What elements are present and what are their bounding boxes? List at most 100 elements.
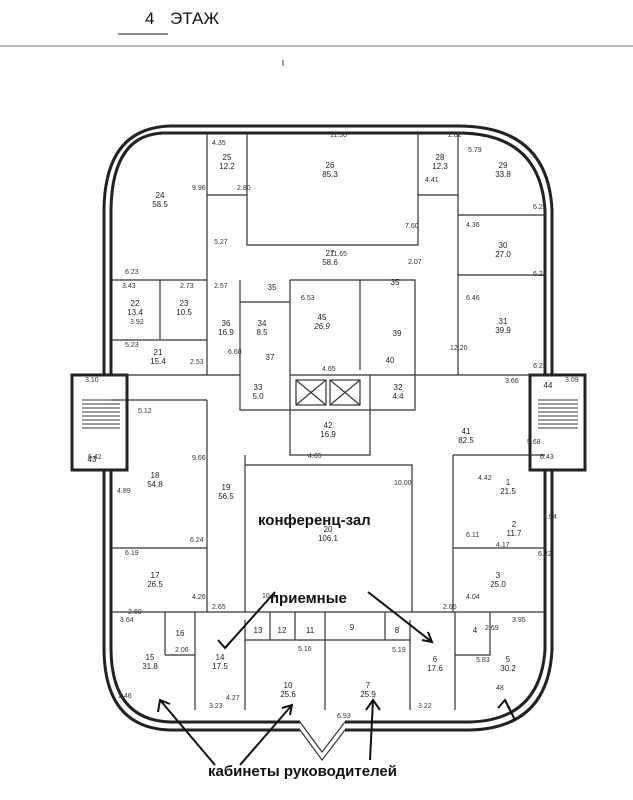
dimension-value: 4.65 <box>308 453 322 460</box>
dimension-value: 10.3 <box>262 593 276 600</box>
dimension-value: 2.57 <box>214 283 228 290</box>
room-number: 11 <box>306 626 315 635</box>
dimension-value: 2.65 <box>443 604 457 611</box>
dimension-value: 3.23 <box>209 703 223 710</box>
room-number: 14 <box>216 653 225 662</box>
dimension-value: 6.22 <box>533 204 547 211</box>
room-number: 22 <box>131 299 140 308</box>
interior-walls <box>111 133 545 710</box>
room-area: 27.0 <box>495 250 511 259</box>
room-number: 34 <box>258 319 267 328</box>
elevator-shafts <box>295 379 361 406</box>
room-area: 4.4 <box>392 392 404 401</box>
room-number: 4 <box>473 626 478 635</box>
room-number: 2 <box>512 520 517 529</box>
dimension-value: 4.41 <box>425 177 439 184</box>
dimension-value: 2.73 <box>180 283 194 290</box>
room-area: 12.3 <box>432 162 448 171</box>
dimension-value: 4.89 <box>117 488 131 495</box>
room-number: 44 <box>544 381 553 390</box>
room-number: 36 <box>222 319 231 328</box>
dimension-value: 12.20 <box>450 345 468 352</box>
dimension-value: 6.53 <box>301 295 315 302</box>
room-area: 13.4 <box>127 308 143 317</box>
reception-label: приемные <box>270 590 347 607</box>
dimension-value: 2.60 <box>128 609 142 616</box>
room-area: 54.8 <box>147 480 163 489</box>
dimension-value: 6.23 <box>125 269 139 276</box>
room-number: 25 <box>223 153 232 162</box>
dimension-value: 11.30 <box>330 132 347 139</box>
dimension-value: 6.46 <box>466 295 480 302</box>
dimension-value: 2.65 <box>212 604 226 611</box>
room-number: 45 <box>318 313 327 322</box>
annotation-arrows <box>157 591 516 766</box>
dimension-value: 4.26 <box>192 594 206 601</box>
dimension-value: 3.92 <box>130 319 144 326</box>
room-number: 33 <box>254 383 263 392</box>
dimension-value: 4.17 <box>496 542 510 549</box>
room-number: 40 <box>386 356 395 365</box>
dimension-value: 4.27 <box>226 695 240 702</box>
room-number: 35 <box>391 278 400 287</box>
dimension-value: 6.43 <box>540 454 554 461</box>
room-number: 31 <box>499 317 508 326</box>
dimension-value: 4.65 <box>322 366 336 373</box>
room-number: 16 <box>176 629 185 638</box>
dimension-value: 6.24 <box>190 537 204 544</box>
dimension-value: 6.22 <box>538 551 552 558</box>
dimension-value: 48 <box>496 685 504 692</box>
room-number: 23 <box>180 299 189 308</box>
dimension-value: 5.68 <box>527 439 541 446</box>
room-number: 1 <box>506 478 511 487</box>
room-area: 58.6 <box>322 258 338 267</box>
room-area: 21.5 <box>500 487 516 496</box>
room-area: 56.5 <box>218 492 234 501</box>
room-number: 3 <box>496 571 501 580</box>
room-area: 16.9 <box>218 328 234 337</box>
room-number: 5 <box>506 655 511 664</box>
dimension-value: 3.64 <box>120 617 134 624</box>
dimension-value: 3.95 <box>512 617 526 624</box>
floor-title: ЭТАЖ <box>170 9 219 28</box>
dimension-value: 10.00 <box>394 480 412 487</box>
room-number: 20 <box>324 525 333 534</box>
room-number: 30 <box>499 241 508 250</box>
dimension-value: 4.36 <box>466 222 480 229</box>
dimension-value: 5.19 <box>392 647 406 654</box>
room-area: 15.4 <box>150 357 166 366</box>
room-area: 106.1 <box>318 534 339 543</box>
room-number: 18 <box>151 471 160 480</box>
dimension-value: 3.10 <box>85 377 99 384</box>
room-number: 32 <box>394 383 403 392</box>
room-number: 19 <box>222 483 231 492</box>
outer-walls <box>70 124 587 762</box>
dimension-value: 2.46 <box>118 693 132 700</box>
dimension-value: 2.80 <box>237 185 251 192</box>
room-area: 8.5 <box>256 328 268 337</box>
dimension-value: 2.82 <box>448 132 462 139</box>
room-number: 10 <box>284 681 293 690</box>
dimension-value: 11.65 <box>330 251 347 258</box>
room-area: 16.9 <box>320 430 336 439</box>
room-number: 8 <box>395 626 400 635</box>
room-area: 33.8 <box>495 170 511 179</box>
dimension-value: 5.12 <box>138 408 152 415</box>
dimension-value: 6.60 <box>228 349 242 356</box>
room-number: 15 <box>146 653 155 662</box>
room-number: 6 <box>433 655 438 664</box>
room-number: 35 <box>268 283 277 292</box>
dimension-value: 4.42 <box>478 475 492 482</box>
dimension-value: 3.43 <box>122 283 136 290</box>
dimension-value: 2.07 <box>408 259 422 266</box>
room-number: 27 <box>326 249 335 258</box>
dimension-value: 2.69 <box>485 625 499 632</box>
dimension-value: 4.04 <box>466 594 480 601</box>
dimension-value: 6.22 <box>533 271 547 278</box>
dimension-value: 2.94 <box>543 514 557 521</box>
room-number: 42 <box>324 421 333 430</box>
room-area: 31.8 <box>142 662 158 671</box>
dimension-value: 6.42 <box>88 454 102 461</box>
